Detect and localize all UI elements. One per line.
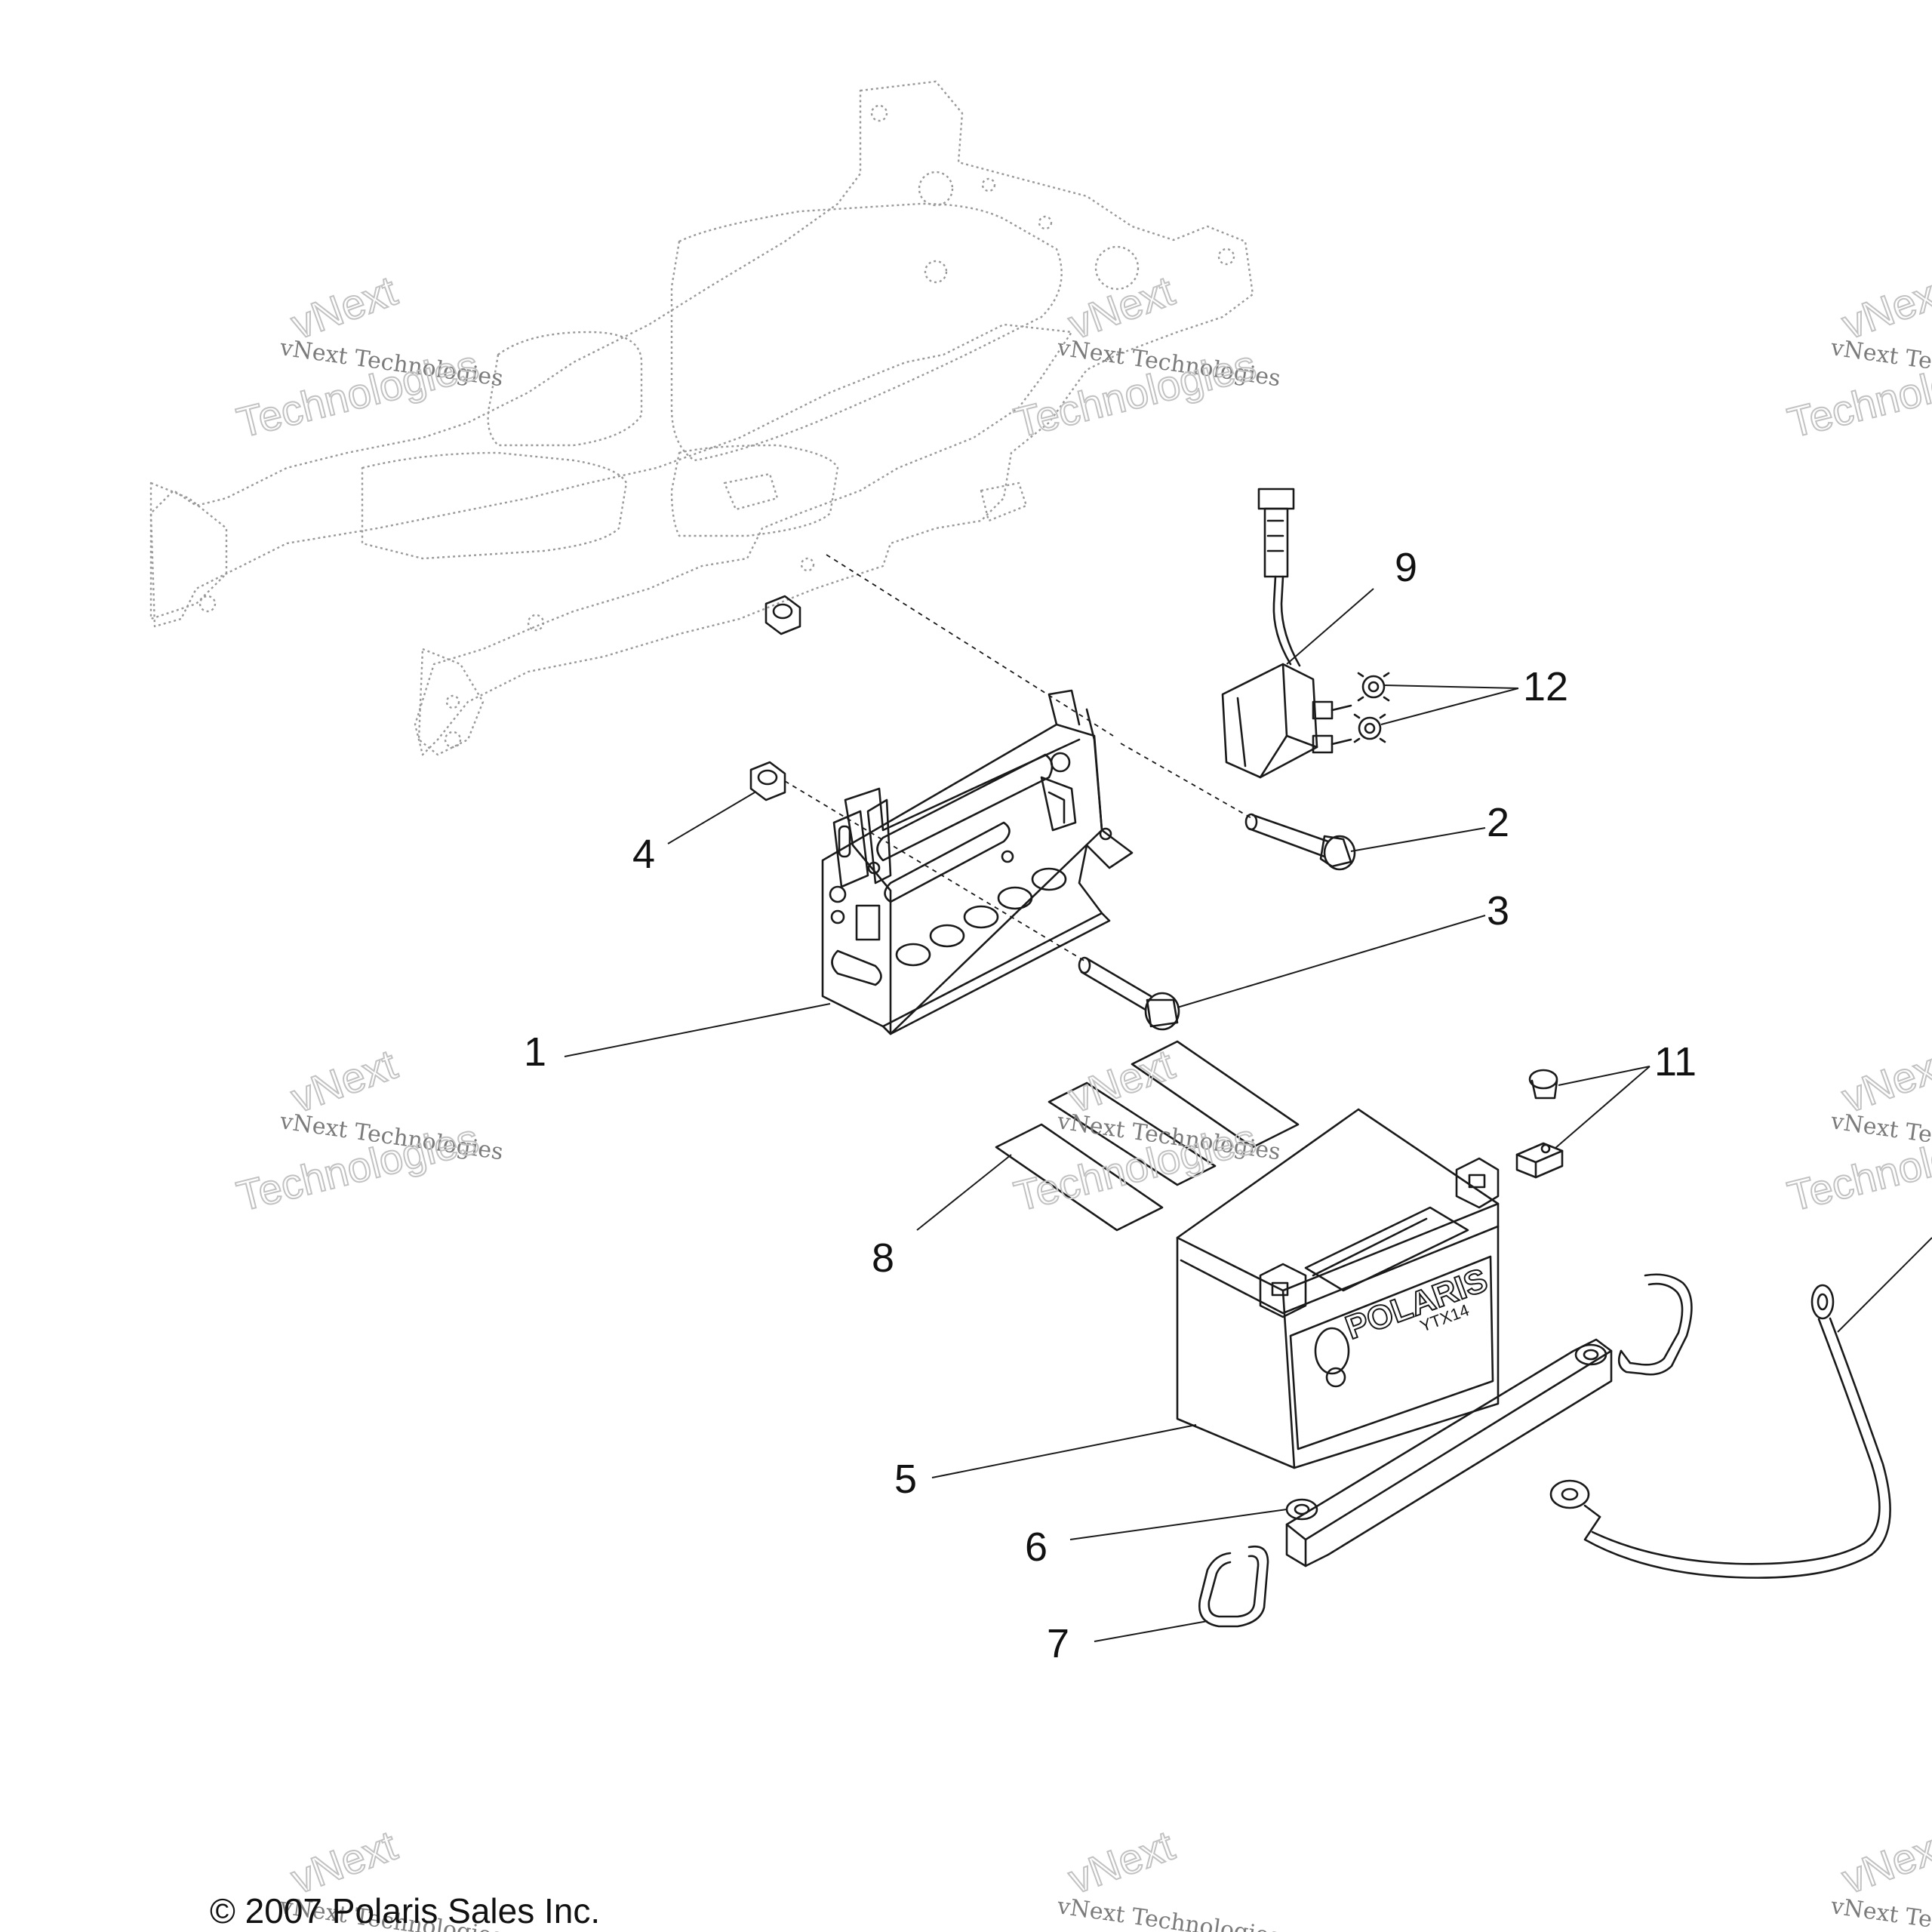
- terminal-bolt-and-nut-block: [1515, 1069, 1564, 1179]
- callout-7: 7: [1047, 1621, 1069, 1666]
- watermark-logo-top: vNext: [285, 1040, 403, 1121]
- watermark-logo-top: vNext: [1836, 1040, 1932, 1121]
- leader-lines: [564, 588, 1932, 1642]
- watermarks: vNext Technologies vNext Technologies vN…: [232, 266, 1932, 1932]
- callout-2: 2: [1487, 800, 1509, 845]
- star-washers: [1353, 672, 1390, 743]
- callout-12: 12: [1523, 664, 1568, 709]
- callout-1: 1: [524, 1029, 546, 1075]
- callout-numbers: 1 2 3 4 5 6 7 8 9 12 11: [524, 545, 1697, 1666]
- ground-cable: [1549, 1284, 1891, 1579]
- nut-4: [749, 761, 786, 801]
- frame-nut: [764, 595, 801, 635]
- callout-3: 3: [1487, 888, 1509, 934]
- watermark-logo-top: vNext: [1836, 1821, 1932, 1903]
- battery-brand-label: POLARIS: [1341, 1261, 1493, 1346]
- callout-9: 9: [1395, 545, 1417, 590]
- callout-8: 8: [872, 1235, 894, 1281]
- hold-down-strap: [1285, 1338, 1613, 1567]
- frame-outline: [149, 80, 1254, 756]
- watermark-logo-top: vNext: [1063, 1821, 1180, 1903]
- watermark-logo-top: vNext: [1063, 1040, 1180, 1121]
- battery-box-bracket: [821, 689, 1134, 1035]
- watermark-logo-top: vNext: [1836, 266, 1932, 348]
- strap-hook-lower: [1198, 1545, 1269, 1628]
- watermark-logo-top: vNext: [1063, 266, 1180, 348]
- callout-4: 4: [632, 832, 655, 877]
- decals: [995, 1040, 1300, 1232]
- bolt-3: [1078, 956, 1180, 1031]
- assembly-lines: [784, 554, 1254, 963]
- starter-solenoid: [1221, 488, 1352, 779]
- bolt-2: [1244, 813, 1356, 871]
- copyright-notice: © 2007 Polaris Sales Inc.: [210, 1891, 600, 1930]
- watermark-logo-top: vNext: [285, 266, 403, 348]
- callout-6: 6: [1025, 1524, 1048, 1570]
- callout-5: 5: [894, 1457, 917, 1502]
- watermark-text: vNext Technologies: [1829, 1893, 1932, 1932]
- callout-11: 11: [1654, 1039, 1697, 1084]
- strap-hook-upper: [1617, 1273, 1693, 1376]
